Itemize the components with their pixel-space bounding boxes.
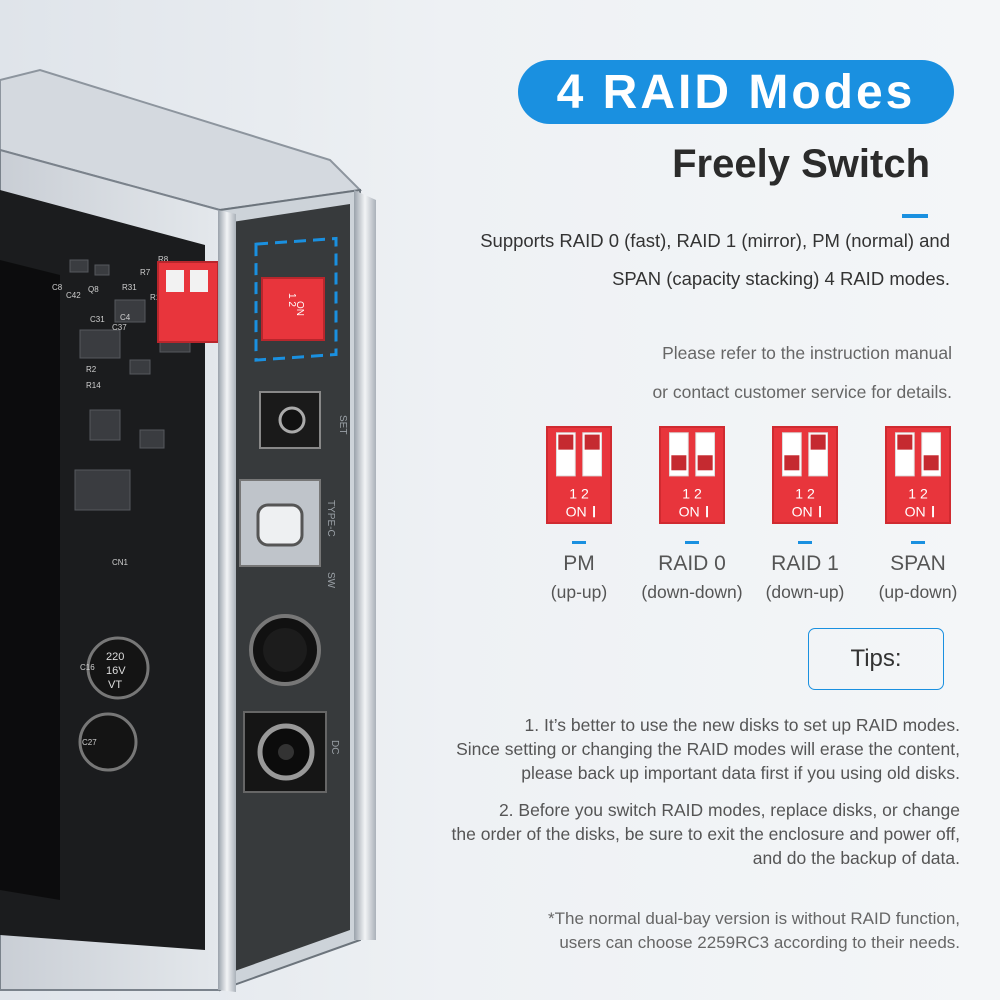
pcb-label: CN1 (112, 558, 129, 567)
description-line-2: SPAN (capacity stacking) 4 RAID modes. (612, 268, 950, 289)
switch-1-knob (781, 432, 802, 477)
page-title: 4 RAID Modes (518, 60, 954, 124)
switch-1-knob (555, 432, 576, 477)
switch-2-knob (808, 432, 829, 477)
switch-numbers: 1 2 (569, 485, 589, 501)
switch-2-knob (582, 432, 603, 477)
tip-1-line-3: please back up important data first if y… (521, 763, 960, 783)
set-button (278, 406, 306, 434)
dip-highlight-frame (254, 236, 338, 362)
pcb-label: C31 (90, 315, 105, 324)
pcb-label: C4 (120, 313, 131, 322)
capacitor-label-220: 220 (106, 651, 124, 663)
mode-accent-dash (685, 541, 699, 544)
switch-on-label: ON (679, 503, 700, 519)
mode-name-1: PM (563, 552, 595, 575)
switch-off-mark (819, 506, 821, 518)
pcb-label: C8 (52, 283, 63, 292)
tip-1-line-1: 1. It’s better to use the new disks to s… (524, 715, 960, 735)
footnote-line-2: users can choose 2259RC3 according to th… (559, 933, 960, 952)
raid-enclosure-illustration: 220 16V VT C8 C42 Q8 R31 C31 C37 C4 R2 R… (0, 68, 376, 992)
pcb-label: C16 (80, 663, 95, 672)
switch-numbers: 1 2 (908, 485, 928, 501)
dip-switch-card-1: 1 2 ON (546, 426, 612, 524)
tip-2: 2. Before you switch RAID modes, replace… (452, 798, 960, 870)
pcb-label: Q8 (88, 285, 99, 294)
usb-c-port (256, 503, 304, 547)
footnote-line-1: *The normal dual-bay version is without … (548, 909, 960, 928)
tip-1: 1. It’s better to use the new disks to s… (456, 713, 960, 785)
capacitor-label-16v: 16V (106, 665, 126, 677)
switch-2-knob (695, 432, 716, 477)
dip-switch-card-4: 1 2 ON (885, 426, 951, 524)
front-dip-switch (261, 277, 325, 341)
mode-position-4: (up-down) (878, 582, 958, 602)
capacitor-label-vt: VT (108, 679, 122, 691)
pcb-label: C27 (82, 738, 97, 747)
subtitle-accent-dash (902, 214, 928, 218)
switch-numbers: 1 2 (795, 485, 815, 501)
dip-switch-card-2: 1 2 ON (659, 426, 725, 524)
capacitor-2 (78, 712, 138, 772)
switch-on-label: ON (905, 503, 926, 519)
switch-1-knob (668, 432, 689, 477)
pcb-label: R2 (86, 365, 97, 374)
switch-on-label: ON (566, 503, 587, 519)
footnote: *The normal dual-bay version is without … (548, 907, 960, 955)
switch-off-mark (593, 506, 595, 518)
switch-off-mark (932, 506, 934, 518)
tip-2-line-3: and do the backup of data. (752, 848, 960, 868)
mode-position-2: (down-down) (641, 582, 743, 602)
capacitor-1 (86, 636, 150, 700)
mode-position-1: (up-up) (550, 582, 608, 602)
mode-name-4: SPAN (890, 552, 946, 575)
switch-numbers: 1 2 (682, 485, 702, 501)
tips-label-box: Tips: (808, 628, 944, 690)
note-line-2: or contact customer service for details. (652, 382, 952, 402)
port-label-typec: TYPE-C (325, 500, 336, 537)
pcb-label: C42 (66, 291, 81, 300)
port-label-dc: DC (329, 740, 340, 754)
switch-2-knob (921, 432, 942, 477)
mode-position-3: (down-up) (765, 582, 845, 602)
description-line-1: Supports RAID 0 (fast), RAID 1 (mirror),… (480, 230, 950, 251)
mode-name-3: RAID 1 (771, 552, 839, 575)
switch-1-knob (894, 432, 915, 477)
pcb-label: R7 (140, 268, 151, 277)
mode-name-2: RAID 0 (658, 552, 726, 575)
pcb-label: R8 (158, 255, 169, 264)
pcb-label: R14 (86, 381, 101, 390)
tip-1-line-2: Since setting or changing the RAID modes… (456, 739, 960, 759)
mode-accent-dash (911, 541, 925, 544)
tip-2-line-1: 2. Before you switch RAID modes, replace… (498, 800, 960, 820)
tip-2-line-2: the order of the disks, be sure to exit … (451, 824, 960, 844)
front-dip-label-numbers: 1 2 (286, 293, 297, 307)
switch-on-label: ON (792, 503, 813, 519)
front-dip-label-on: ON (294, 301, 305, 316)
port-label-sw: SW (325, 572, 336, 589)
mode-accent-dash (572, 541, 586, 544)
port-label-set: SET (337, 415, 348, 434)
pcb-label: C37 (112, 323, 127, 332)
dip-switch-card-3: 1 2 ON (772, 426, 838, 524)
note-line-1: Please refer to the instruction manual (662, 343, 952, 363)
mode-accent-dash (798, 541, 812, 544)
page-subtitle: Freely Switch (672, 142, 930, 186)
switch-off-mark (706, 506, 708, 518)
pcb-label: R31 (122, 283, 137, 292)
